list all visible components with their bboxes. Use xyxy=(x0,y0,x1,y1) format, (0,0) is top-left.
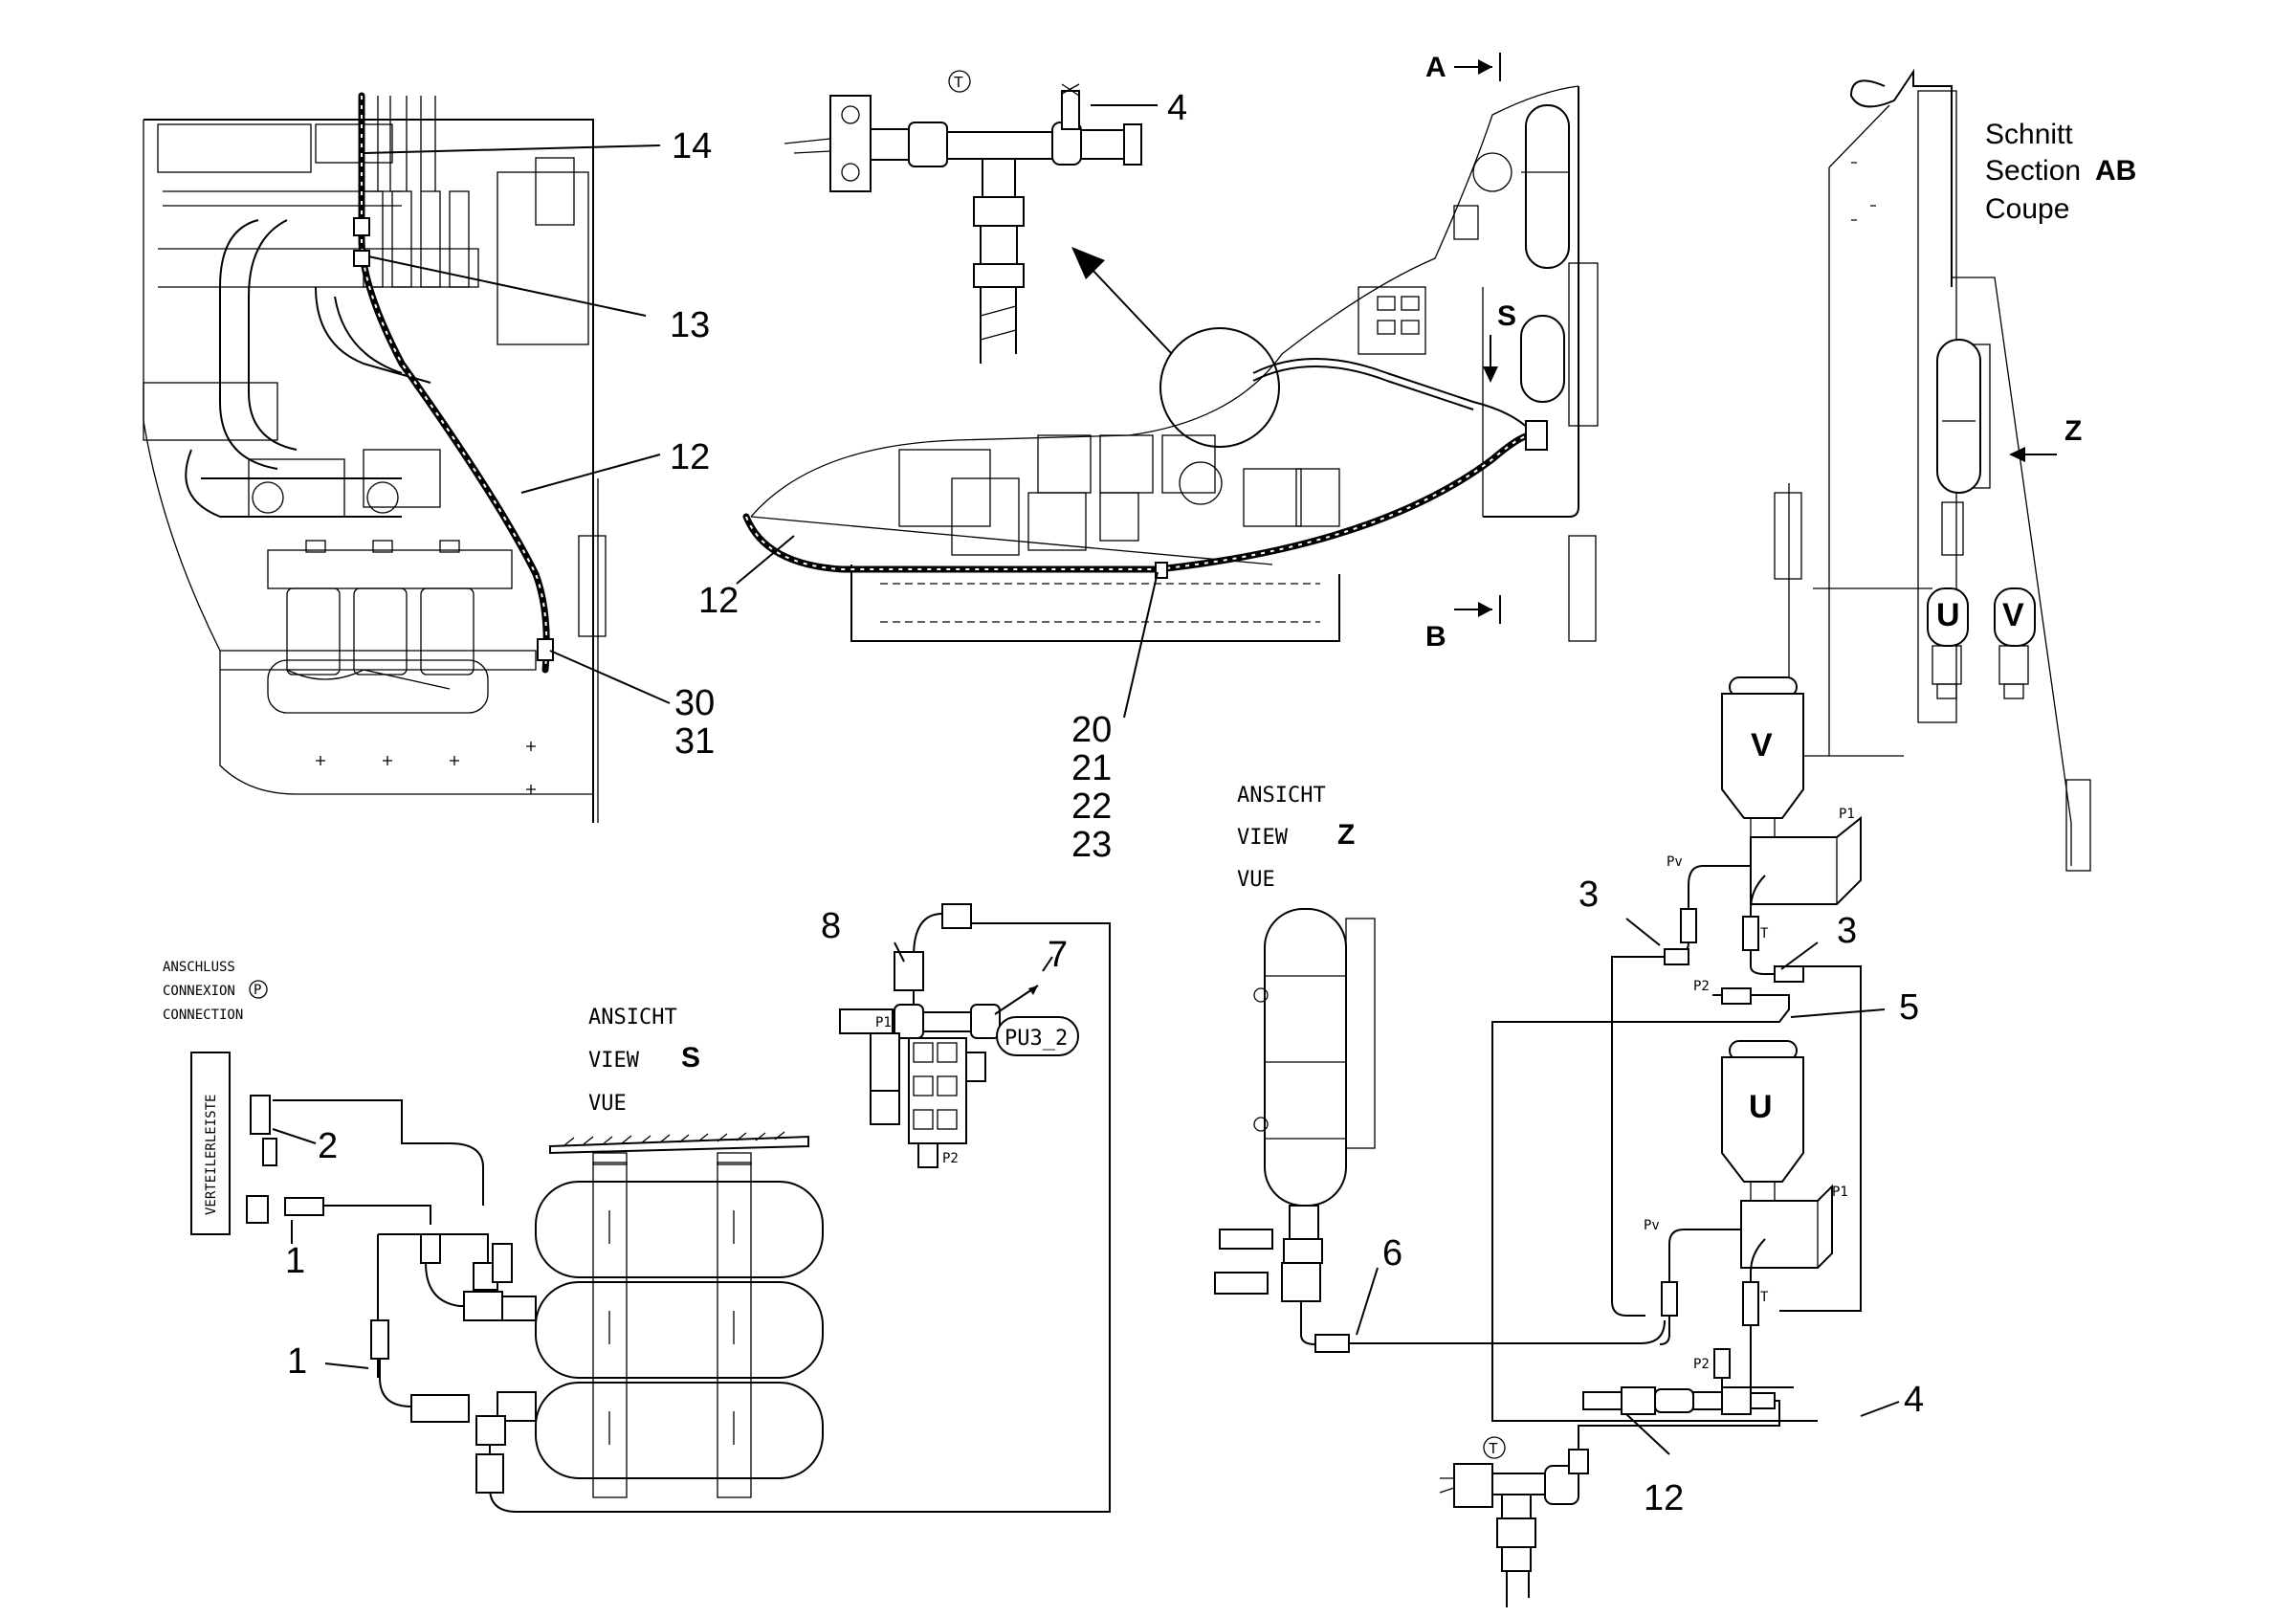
v-port-t: T xyxy=(1760,926,1769,941)
view-s-label-fr: VUE xyxy=(588,1092,627,1116)
callout-3-a: 3 xyxy=(1578,875,1599,915)
part-tag-pu3-2: PU3_2 xyxy=(1004,1027,1068,1051)
view-mark-z: Z xyxy=(2064,415,2082,447)
callout-1-b: 1 xyxy=(287,1341,307,1382)
callout-12-bottom: 12 xyxy=(1644,1478,1684,1518)
callout-12-top: 12 xyxy=(698,581,739,621)
view-z-id: Z xyxy=(1337,819,1355,851)
callout-13: 13 xyxy=(670,305,710,345)
callout-23: 23 xyxy=(1071,825,1112,865)
u-port-p2: P2 xyxy=(1693,1357,1710,1372)
u-port-pv: Pv xyxy=(1644,1218,1660,1233)
callout-12-left: 12 xyxy=(670,437,710,477)
callout-7: 7 xyxy=(1048,935,1068,975)
connection-label-fr: CONNEXION xyxy=(163,984,235,999)
connection-label-de: ANSCHLUSS xyxy=(163,960,235,975)
view-mark-s: S xyxy=(1497,300,1516,332)
section-mark-a: A xyxy=(1425,52,1446,83)
u-port-p1: P1 xyxy=(1832,1185,1848,1200)
callout-21: 21 xyxy=(1071,748,1112,788)
tee-fitting-detail: T xyxy=(784,70,1142,364)
callout-4-top: 4 xyxy=(1167,88,1187,128)
view-s-label-de: ANSICHT xyxy=(588,1006,677,1030)
view-s-id: S xyxy=(681,1042,700,1074)
view-z-label-en: VIEW xyxy=(1237,826,1289,850)
callout-31: 31 xyxy=(674,721,715,762)
circle-t-label-bottom: T xyxy=(1489,1441,1498,1457)
valve-port-p1: P1 xyxy=(875,1015,892,1030)
frame-detail-view xyxy=(143,92,607,823)
connection-label-en: CONNECTION xyxy=(163,1008,243,1023)
callout-30: 30 xyxy=(674,683,715,723)
callout-20: 20 xyxy=(1071,710,1112,750)
section-accumulator-u: U xyxy=(1936,597,1960,633)
connection-port-p: P xyxy=(254,983,261,998)
view-z-accumulator xyxy=(1214,908,1666,1353)
section-title-fr: Coupe xyxy=(1985,193,2069,225)
callout-22: 22 xyxy=(1071,786,1112,827)
callout-1-a: 1 xyxy=(285,1241,305,1281)
callout-8: 8 xyxy=(821,906,841,946)
section-ab-view: U V xyxy=(1774,68,2091,872)
callout-4-bottom: 4 xyxy=(1904,1380,1924,1420)
section-accumulator-v: V xyxy=(2002,597,2024,633)
valve-block-pu3-2: P1 P2 xyxy=(839,903,1079,1168)
v-port-p2: P2 xyxy=(1693,979,1710,994)
view-z-label-fr: VUE xyxy=(1237,868,1275,892)
callout-14: 14 xyxy=(672,126,712,166)
uv-accumulator-circuit: V P1 Pv T P2 U P1 Pv T P2 xyxy=(1439,676,1862,1607)
section-title-id: AB xyxy=(2095,155,2136,187)
section-title-en: Section xyxy=(1985,155,2081,187)
valve-port-p2: P2 xyxy=(942,1151,959,1166)
circle-t-label-top: T xyxy=(954,75,963,91)
leaders-left-view xyxy=(363,144,671,704)
callout-2: 2 xyxy=(318,1126,338,1166)
callout-3-b: 3 xyxy=(1837,911,1857,951)
v-port-p1: P1 xyxy=(1839,807,1855,822)
callout-5: 5 xyxy=(1899,987,1919,1028)
callout-6: 6 xyxy=(1382,1233,1402,1274)
manifold-label: VERTEILERLEISTE xyxy=(204,1095,219,1215)
view-z-label-de: ANSICHT xyxy=(1237,784,1326,808)
view-s-accumulator-bank: VERTEILERLEISTE xyxy=(190,922,1111,1513)
section-mark-b: B xyxy=(1425,621,1446,653)
section-title-de: Schnitt xyxy=(1985,119,2073,150)
main-side-view xyxy=(742,85,1599,642)
circuit-accumulator-v: V xyxy=(1751,727,1773,764)
circuit-accumulator-u: U xyxy=(1749,1089,1773,1125)
v-port-pv: Pv xyxy=(1667,854,1683,870)
u-port-t: T xyxy=(1760,1290,1769,1305)
view-s-label-en: VIEW xyxy=(588,1049,640,1073)
